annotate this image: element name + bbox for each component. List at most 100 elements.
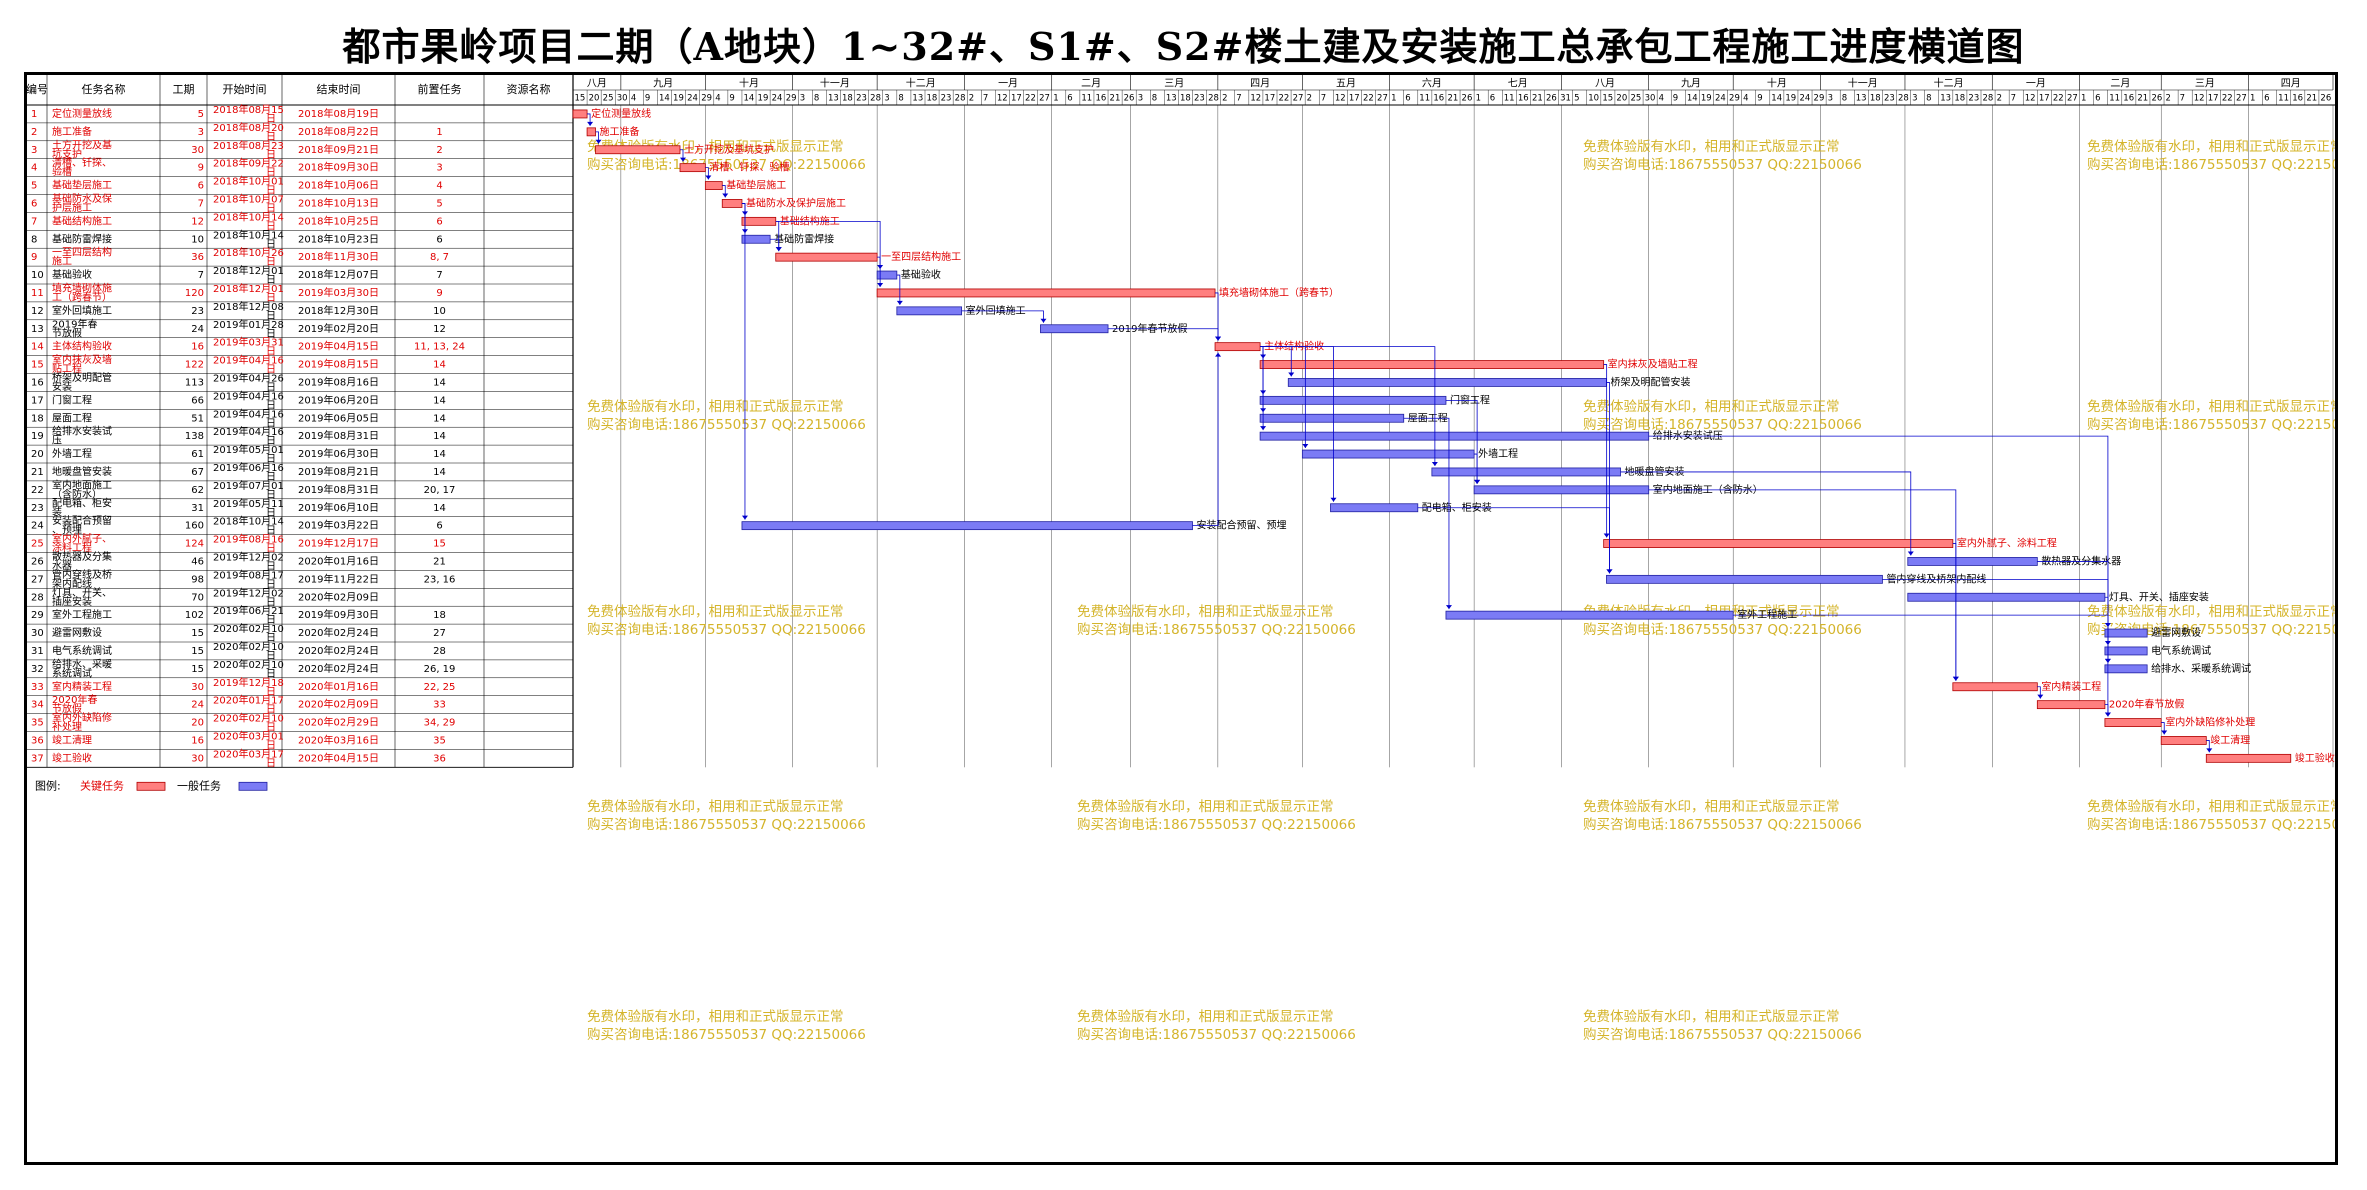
general-task-bar[interactable] <box>1259 395 1447 405</box>
month-label: 八月 <box>587 78 607 90</box>
task-predecessor: 7 <box>436 270 442 281</box>
task-end: 2018年10月23日 <box>298 232 379 245</box>
task-name: 竣工验收 <box>52 751 92 764</box>
general-task-bar[interactable] <box>1473 485 1650 495</box>
month-label: 八月 <box>1595 78 1615 90</box>
task-start: 日 <box>266 723 276 734</box>
task-start: 日 <box>266 633 276 644</box>
task-duration: 23 <box>191 306 204 317</box>
day-label: 16 <box>1518 94 1529 104</box>
general-task-bar[interactable] <box>1445 610 1734 620</box>
dependency-arrow <box>2161 730 2168 735</box>
task-start: 2018年08月20 <box>213 121 284 134</box>
watermark-text: 免费体验版有水印，相用和正式版显示正常 <box>1583 1009 1840 1025</box>
critical-task-bar[interactable] <box>2160 736 2207 745</box>
task-start: 日 <box>266 561 276 572</box>
task-end: 2020年02月29日 <box>298 716 379 729</box>
general-task-bar[interactable] <box>741 234 771 244</box>
critical-task-bar[interactable] <box>1214 342 1261 352</box>
task-id: 3 <box>31 145 37 156</box>
day-label: 18 <box>1954 94 1965 104</box>
watermark-text: 免费体验版有水印，相用和正式版显示正常 <box>2087 139 2335 155</box>
day-label: 28 <box>1898 94 1909 104</box>
critical-task-bar[interactable] <box>1603 539 1954 548</box>
general-task-bar[interactable] <box>1431 467 1621 477</box>
critical-task-bar[interactable] <box>876 288 1216 298</box>
general-task-bar[interactable] <box>2104 628 2148 638</box>
general-task-bar[interactable] <box>1040 324 1109 334</box>
day-label: 1 <box>2081 94 2086 104</box>
day-label: 24 <box>1715 94 1726 104</box>
task-start: 2018年12月01 <box>213 282 284 295</box>
general-task-bar[interactable] <box>1907 592 2106 602</box>
day-label: 26 <box>1124 94 1135 104</box>
day-label: 15 <box>575 94 586 104</box>
general-task-bar[interactable] <box>896 306 963 316</box>
day-label: 20 <box>1616 94 1627 104</box>
month-label: 十一月 <box>1848 77 1878 90</box>
general-task-bar[interactable] <box>1907 557 2038 566</box>
dependency-arrow <box>896 300 903 305</box>
task-duration: 120 <box>185 288 204 299</box>
critical-task-bar[interactable] <box>679 163 706 173</box>
general-task-bar[interactable] <box>2104 646 2148 656</box>
day-label: 22 <box>2222 94 2233 104</box>
critical-task-bar[interactable] <box>572 109 588 119</box>
day-label: 1 <box>1476 94 1481 104</box>
general-task-bar[interactable] <box>741 521 1193 531</box>
critical-task-bar[interactable] <box>1259 360 1605 369</box>
task-bar-label: 室内外缺陷修补处理 <box>2165 716 2255 729</box>
general-task-bar[interactable] <box>876 270 898 280</box>
task-start: 日 <box>266 687 276 698</box>
critical-task-bar[interactable] <box>704 181 723 190</box>
month-label: 九月 <box>1681 78 1701 90</box>
general-task-bar[interactable] <box>1606 574 1883 584</box>
critical-task-bar[interactable] <box>586 127 596 137</box>
critical-task-bar[interactable] <box>721 199 743 208</box>
task-predecessor: 22, 25 <box>424 682 456 693</box>
task-bar-label: 清槽、钎探、验槽 <box>709 161 789 174</box>
task-end: 2018年11月30日 <box>298 250 379 263</box>
task-start: 日 <box>266 544 276 555</box>
critical-task-bar[interactable] <box>2205 753 2292 763</box>
critical-task-bar[interactable] <box>741 216 777 226</box>
task-start: 日 <box>266 472 276 483</box>
day-label: 16 <box>2292 94 2303 104</box>
dependency-link <box>1952 543 1957 681</box>
critical-task-bar[interactable] <box>1952 682 2038 692</box>
task-id: 9 <box>31 252 37 263</box>
day-label: 23 <box>1194 94 1205 104</box>
watermark-text: 购买咨询电话:18675550537 QQ:22150066 <box>1583 157 1862 173</box>
critical-task-bar[interactable] <box>775 252 878 262</box>
general-task-bar[interactable] <box>1259 413 1405 423</box>
critical-task-bar[interactable] <box>595 145 681 155</box>
general-task-bar[interactable] <box>2104 664 2148 674</box>
task-bar-label: 竣工清理 <box>2210 733 2250 746</box>
task-start: 日 <box>266 490 276 501</box>
task-start: 日 <box>266 257 276 268</box>
critical-task-bar[interactable] <box>2036 700 2106 710</box>
task-name: 涂料工程 <box>52 541 92 554</box>
task-predecessor: 14 <box>433 431 446 442</box>
day-label: 2 <box>2166 94 2171 104</box>
task-start: 2019年08月17 <box>213 568 284 581</box>
day-label: 7 <box>2011 94 2016 104</box>
task-bar-label: 定位测量放线 <box>591 107 651 120</box>
critical-task-bar[interactable] <box>2104 718 2162 727</box>
day-label: 3 <box>1828 94 1833 104</box>
day-label: 8 <box>1926 94 1931 104</box>
general-task-bar[interactable] <box>1287 378 1607 387</box>
task-bar-label: 一至四层结构施工 <box>881 250 961 263</box>
watermark-text: 购买咨询电话:18675550537 QQ:22150066 <box>2087 417 2335 433</box>
general-task-bar[interactable] <box>1301 449 1475 459</box>
task-start: 日 <box>266 454 276 465</box>
dependency-link <box>1648 435 2109 663</box>
general-task-bar[interactable] <box>1259 431 1650 441</box>
column-header-col-name: 任务名称 <box>82 82 126 96</box>
general-task-bar[interactable] <box>1330 503 1419 513</box>
task-id: 32 <box>31 664 44 675</box>
task-end: 2019年06月05日 <box>298 411 379 424</box>
task-predecessor: 2 <box>436 145 442 156</box>
task-bar-label: 基础防雷焊接 <box>774 232 834 245</box>
